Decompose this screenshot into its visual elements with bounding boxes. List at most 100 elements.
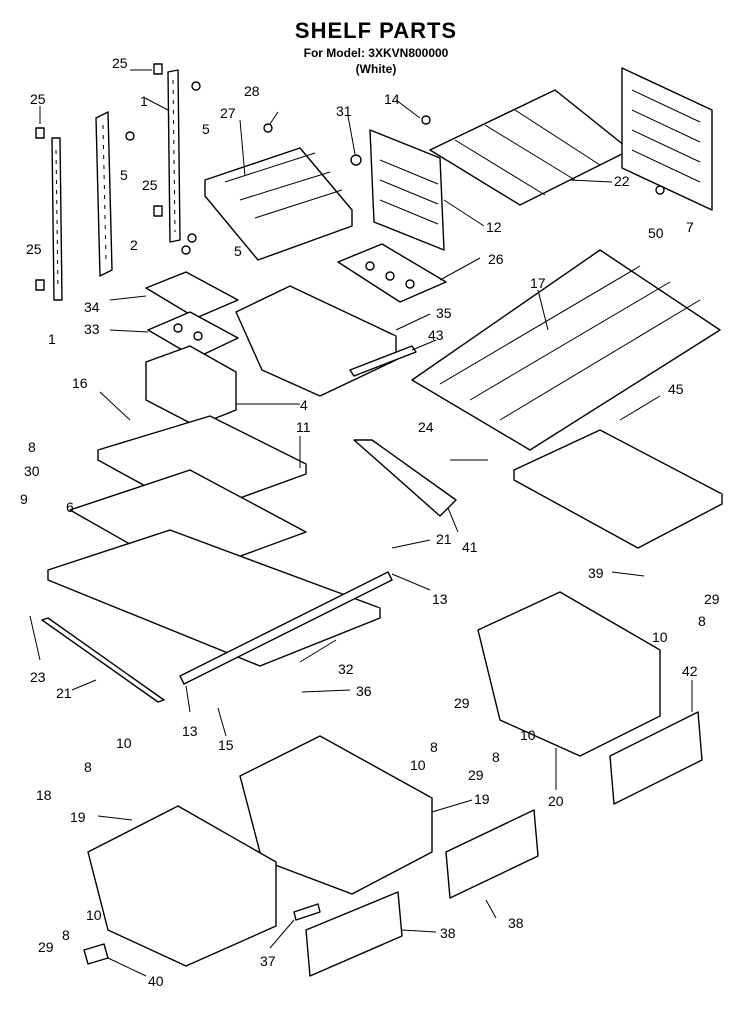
drawer-front-center <box>445 809 539 899</box>
callout-label: 19 <box>70 809 86 825</box>
callout-label: 21 <box>436 531 452 547</box>
callout-label: 6 <box>66 499 74 515</box>
wire-shelf-lower <box>411 249 721 451</box>
callout-label: 5 <box>120 167 128 183</box>
callout-label: 15 <box>218 737 234 753</box>
leader-lines <box>29 69 693 977</box>
shelf-rail-middle <box>95 111 113 277</box>
callout-label: 38 <box>440 925 456 941</box>
callout-label: 23 <box>30 669 46 685</box>
callout-label: 42 <box>682 663 698 679</box>
callout-label: 25 <box>142 177 158 193</box>
drawer-label <box>293 903 321 921</box>
callout-label: 27 <box>220 105 236 121</box>
callout-label: 31 <box>336 103 352 119</box>
front-rail-right <box>179 571 393 685</box>
callout-label: 28 <box>244 83 260 99</box>
callout-label: 38 <box>508 915 524 931</box>
callout-label: 8 <box>62 927 70 943</box>
callout-label: 13 <box>432 591 448 607</box>
egg-tray <box>337 243 447 303</box>
callout-label: 5 <box>234 243 242 259</box>
callout-label: 9 <box>20 491 28 507</box>
shelf-rail-right <box>167 69 181 243</box>
egg-holder <box>147 311 239 359</box>
drawer-front-left <box>305 891 403 977</box>
color-variant: (White) <box>355 62 397 76</box>
callout-label: 50 <box>648 225 664 241</box>
wire-shelf-upper <box>429 89 631 206</box>
callout-labels: 25 25 25 25 1 1 2 5 5 5 28 27 31 14 12 2… <box>20 55 720 989</box>
dairy-bin <box>145 345 237 427</box>
callout-label: 36 <box>356 683 372 699</box>
dairy-cover <box>145 271 239 319</box>
callout-label: 41 <box>462 539 478 555</box>
callout-label: 4 <box>300 397 308 413</box>
callout-label: 19 <box>474 791 490 807</box>
crisper-drawer-left <box>87 805 277 967</box>
callout-label: 30 <box>24 463 40 479</box>
deli-drawer <box>235 285 397 397</box>
glass-shelf-right <box>513 429 723 549</box>
side-trim-panel <box>621 67 713 211</box>
callout-label: 21 <box>56 685 72 701</box>
callout-label: 26 <box>488 251 504 267</box>
callout-label: 29 <box>704 591 720 607</box>
callout-label: 33 <box>84 321 100 337</box>
glass-shelf-lower-left <box>47 529 381 667</box>
callout-label: 40 <box>148 973 164 989</box>
callout-label: 8 <box>84 759 92 775</box>
rail-clips <box>35 63 163 291</box>
callout-label: 1 <box>140 93 148 109</box>
callout-label: 34 <box>84 299 100 315</box>
callout-label: 10 <box>652 629 668 645</box>
crisper-drawer-center <box>239 735 433 895</box>
callout-label: 37 <box>260 953 276 969</box>
callout-label: 29 <box>38 939 54 955</box>
drawer-front-right <box>609 711 703 805</box>
callout-label: 25 <box>30 91 46 107</box>
callout-label: 8 <box>28 439 36 455</box>
callout-label: 10 <box>86 907 102 923</box>
callout-label: 32 <box>338 661 354 677</box>
callout-label: 35 <box>436 305 452 321</box>
callout-label: 2 <box>130 237 138 253</box>
callout-label: 29 <box>454 695 470 711</box>
callout-label: 5 <box>202 121 210 137</box>
crisper-drawer-right <box>477 591 661 757</box>
callout-label: 29 <box>468 767 484 783</box>
callout-label: 8 <box>430 739 438 755</box>
callout-label: 22 <box>614 173 630 189</box>
shelf-divider <box>353 439 457 517</box>
wire-basket <box>204 147 353 261</box>
drawer-slide-tab <box>83 943 109 965</box>
model-number: For Model: 3XKVN800000 <box>303 46 449 60</box>
callout-label: 8 <box>698 613 706 629</box>
callout-label: 1 <box>48 331 56 347</box>
callout-label: 7 <box>686 219 694 235</box>
callout-label: 25 <box>26 241 42 257</box>
callout-label: 13 <box>182 723 198 739</box>
callout-label: 14 <box>384 91 400 107</box>
trim-strip <box>349 345 417 377</box>
callout-label: 43 <box>428 327 444 343</box>
callout-label: 45 <box>668 381 684 397</box>
callout-label: 16 <box>72 375 88 391</box>
screws <box>125 81 665 255</box>
callout-label: 10 <box>410 757 426 773</box>
callout-label: 12 <box>486 219 502 235</box>
callout-label: 18 <box>36 787 52 803</box>
shelf-rail-left <box>51 137 63 301</box>
callout-label: 11 <box>296 419 311 435</box>
callout-label: 25 <box>112 55 128 71</box>
page-title: SHELF PARTS <box>294 18 458 43</box>
callout-label: 10 <box>116 735 132 751</box>
callout-label: 24 <box>418 419 434 435</box>
door-bracket <box>369 129 445 251</box>
callout-label: 17 <box>530 275 546 291</box>
front-rail-left <box>41 617 165 703</box>
callout-label: 8 <box>492 749 500 765</box>
callout-label: 10 <box>520 727 536 743</box>
